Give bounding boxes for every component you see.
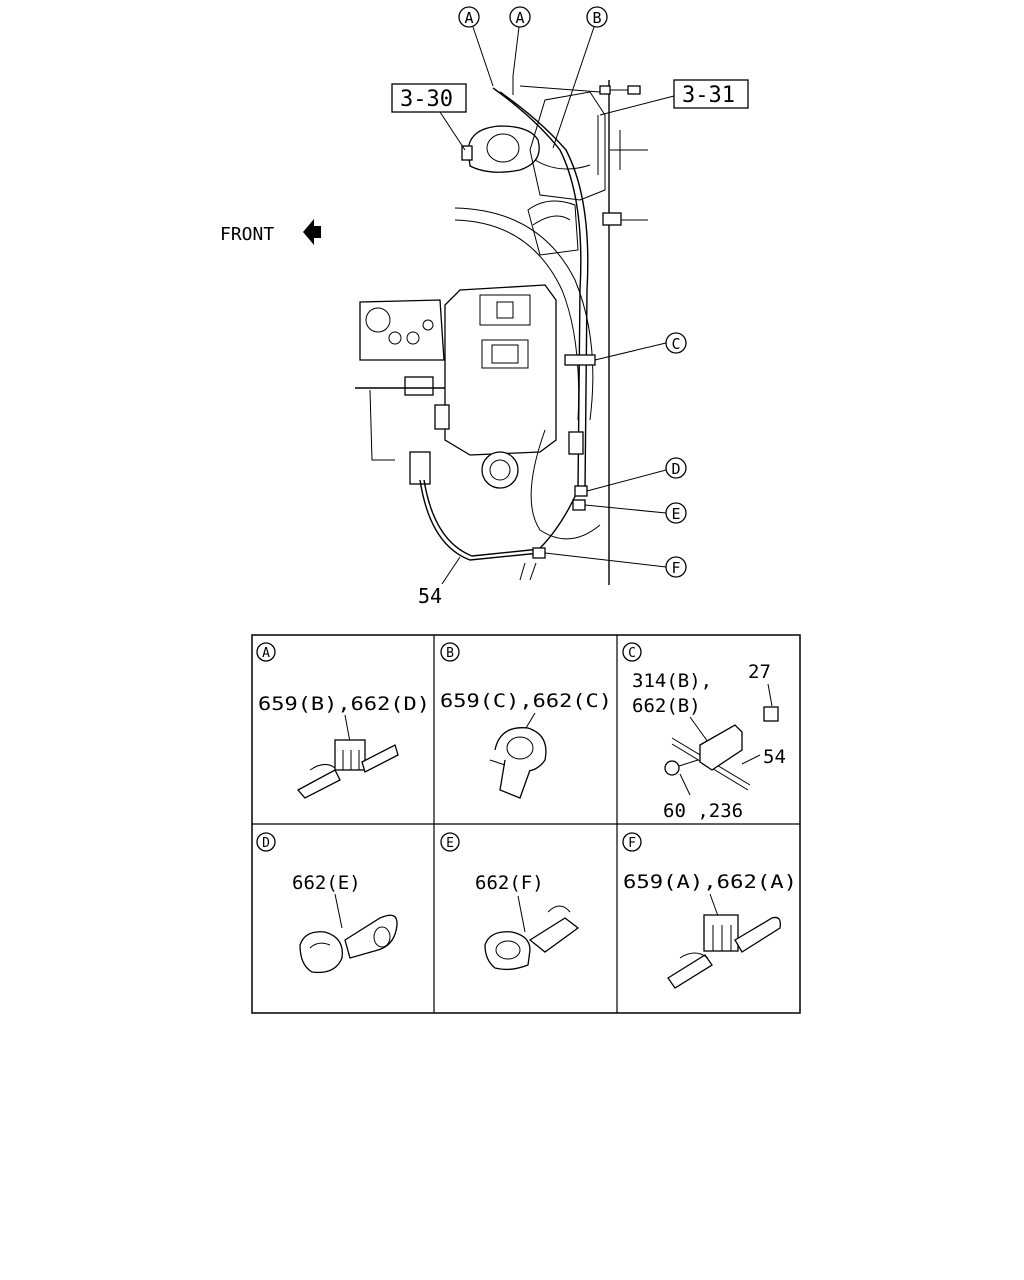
detail-grid <box>251 634 801 1014</box>
detail-c-label4: 54 <box>763 746 786 768</box>
callout-b: B <box>552 6 608 149</box>
svg-text:B: B <box>592 9 601 27</box>
detail-a-letter: A <box>262 646 270 661</box>
svg-text:A: A <box>464 9 473 27</box>
detail-f-letter: F <box>628 836 636 851</box>
detail-b-label: 659(C),662(C) <box>440 690 612 712</box>
callout-e: E <box>584 502 687 524</box>
callout-c: C <box>594 332 687 361</box>
detail-f: F 659(A),662(A) <box>622 832 797 989</box>
detail-a-label: 659(B),662(D) <box>258 693 430 715</box>
wire-harness-54 <box>419 76 601 581</box>
detail-d-label: 662(E) <box>292 872 361 894</box>
front-arrow-icon <box>303 219 321 245</box>
detail-c-label5: 60 ,236 <box>663 800 743 822</box>
svg-text:C: C <box>671 335 680 353</box>
detail-a: A 659(B),662(D) <box>256 642 430 799</box>
detail-c: C 314(B), 662(B) 27 54 60 ,236 <box>622 642 786 822</box>
detail-d: D 662(E) <box>256 832 398 974</box>
detail-d-letter: D <box>262 836 270 851</box>
detail-c-label1: 314(B), <box>632 670 712 692</box>
front-label: FRONT <box>220 224 274 245</box>
ref-3-30: 3-30 <box>400 87 453 112</box>
detail-b: B 659(C),662(C) <box>440 642 612 799</box>
detail-c-label2: 662(B) <box>632 695 701 717</box>
callout-d: D <box>586 457 687 492</box>
part-54-label: 54 <box>418 584 442 608</box>
svg-text:F: F <box>671 559 680 577</box>
callout-f: F <box>544 552 687 578</box>
callout-a2: A <box>509 6 531 77</box>
ref-3-31: 3-31 <box>682 83 735 108</box>
svg-text:E: E <box>671 505 680 523</box>
detail-e-letter: E <box>446 836 454 851</box>
callout-a1: A <box>458 6 494 87</box>
detail-e: E 662(F) <box>440 832 580 971</box>
svg-text:A: A <box>515 9 524 27</box>
detail-c-label3: 27 <box>748 661 771 683</box>
detail-f-label: 659(A),662(A) <box>623 871 797 893</box>
detail-b-letter: B <box>446 646 454 661</box>
engine-assembly <box>355 80 648 585</box>
svg-text:D: D <box>671 460 680 478</box>
detail-c-letter: C <box>628 646 636 661</box>
detail-e-label: 662(F) <box>475 872 544 894</box>
